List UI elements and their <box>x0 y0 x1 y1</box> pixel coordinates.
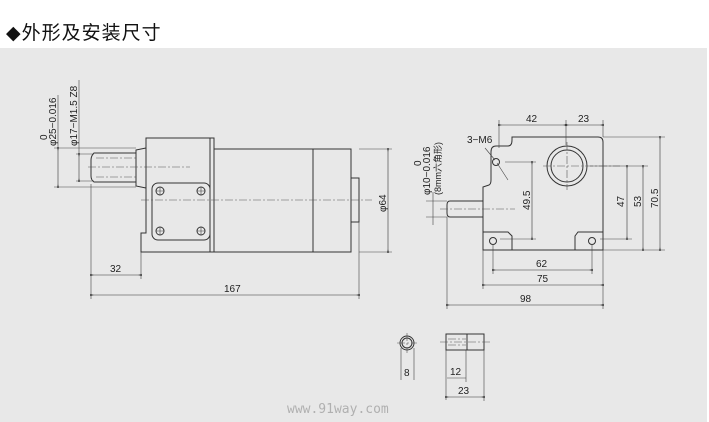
hole-spacing-label: 62 <box>536 259 548 270</box>
motor-end-cap <box>312 148 352 253</box>
gearbox-face <box>482 136 604 251</box>
input-tolerance-upper: 0 <box>413 160 424 166</box>
front-view: 3−M6 0 φ10−0.016 (8mm六角形) 42 23 49.5 47 … <box>413 114 665 309</box>
input-note-label: (8mm六角形) <box>432 142 443 195</box>
output-shaft <box>90 152 137 183</box>
mount-plate <box>151 182 211 241</box>
base-width-label: 75 <box>537 274 549 285</box>
screw-icons <box>155 186 206 236</box>
body-diameter-label: φ64 <box>378 194 389 212</box>
spline-label: φ17−M1.5 Z8 <box>69 85 80 146</box>
mount-hole <box>492 158 500 166</box>
mount-hole <box>588 237 596 245</box>
drawing-panel <box>0 48 707 422</box>
total-width-label: 98 <box>520 294 532 305</box>
thread-label: 3−M6 <box>467 135 493 146</box>
motor-body <box>213 148 314 253</box>
key-detail: 8 12 23 <box>397 333 490 401</box>
watermark: www.91way.com <box>287 402 389 417</box>
input-diameter-label: φ10−0.016 <box>422 146 433 195</box>
shaft-collar <box>135 147 147 189</box>
total-length-label: 167 <box>224 284 241 295</box>
key-length-23-label: 23 <box>458 386 470 397</box>
mount-hole <box>489 237 497 245</box>
shaft-tolerance-upper: 0 <box>39 134 50 140</box>
height-49-5-label: 49.5 <box>522 190 533 210</box>
key-length-12-label: 12 <box>450 367 462 378</box>
hex-size-label: 8 <box>404 368 410 379</box>
height-70-5-label: 70.5 <box>650 188 661 208</box>
shaft-diameter-label: φ25−0.016 <box>48 97 59 146</box>
section-title: ◆外形及安装尺寸 <box>6 22 162 44</box>
width-23-label: 23 <box>578 114 590 125</box>
shaft-length-label: 32 <box>110 264 122 275</box>
height-53-label: 53 <box>633 195 644 207</box>
width-42-label: 42 <box>526 114 538 125</box>
height-47-label: 47 <box>616 195 627 207</box>
side-view: 0 φ25−0.016 φ17−M1.5 Z8 φ64 32 167 <box>39 80 392 299</box>
